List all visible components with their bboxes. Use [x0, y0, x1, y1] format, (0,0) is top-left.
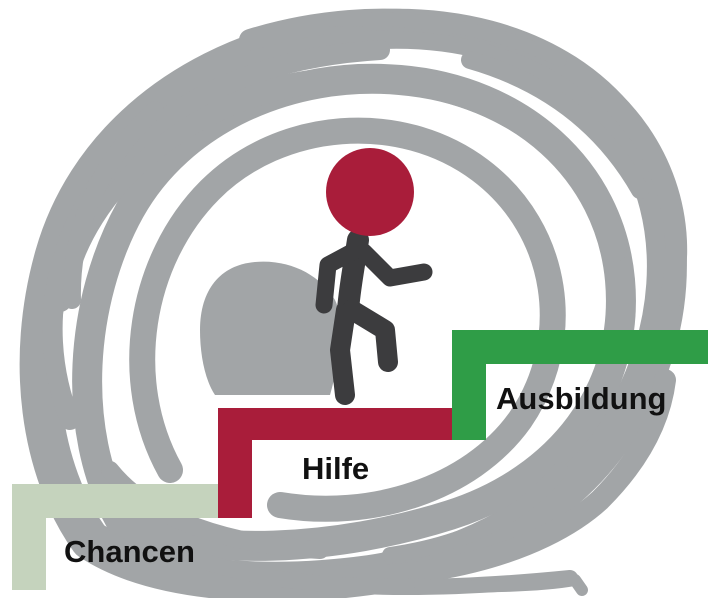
step-label-hilfe: Hilfe	[302, 451, 369, 486]
step-label-ausbildung: Ausbildung	[496, 381, 666, 416]
person-climbing-stairs-icon	[324, 148, 424, 395]
step-label-chancen: Chancen	[64, 534, 195, 569]
